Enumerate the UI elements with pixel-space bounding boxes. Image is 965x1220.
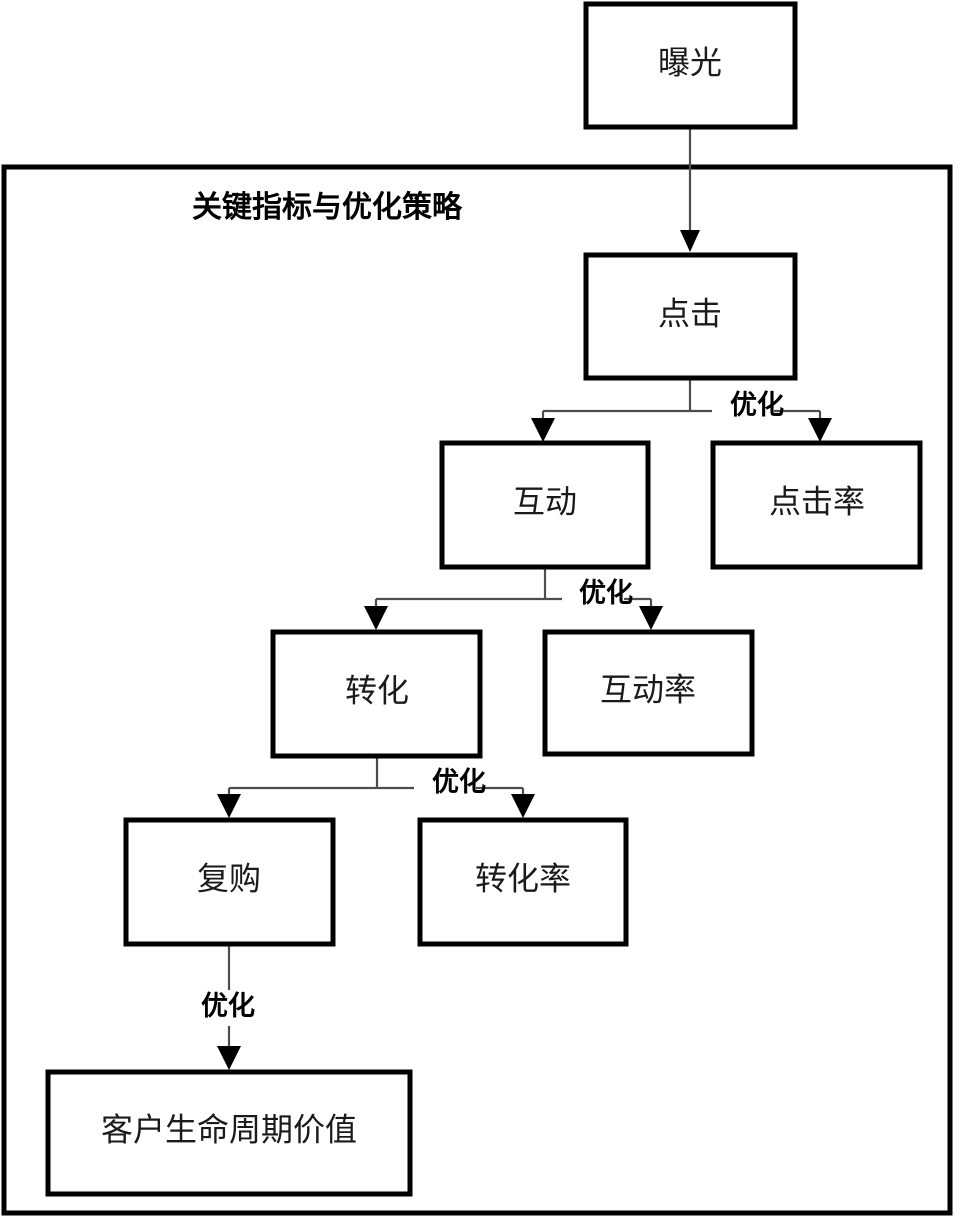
container-title: 关键指标与优化策略 xyxy=(192,190,463,224)
node-clv[interactable]: 客户生命周期价值 xyxy=(45,1069,413,1197)
node-engage-rate-label: 互动率 xyxy=(600,671,696,707)
container-box xyxy=(1,164,953,1216)
node-click[interactable]: 点击 xyxy=(583,252,798,381)
edge-exposure-to-click xyxy=(680,128,700,252)
node-engage-rate[interactable]: 互动率 xyxy=(542,629,755,757)
node-exposure[interactable]: 曝光 xyxy=(583,1,798,130)
node-ctr-label: 点击率 xyxy=(769,483,865,519)
edge-label-repurchase: 优化 xyxy=(201,991,255,1021)
node-clv-label: 客户生命周期价值 xyxy=(101,1111,357,1147)
node-convert-label: 转化 xyxy=(345,672,409,708)
node-engage-label: 互动 xyxy=(513,483,577,519)
node-repurchase[interactable]: 复购 xyxy=(123,817,336,947)
node-conversion-rate-label: 转化率 xyxy=(475,860,571,896)
edge-label-engage: 优化 xyxy=(579,578,633,608)
edge-label-convert: 优化 xyxy=(432,767,486,797)
node-ctr[interactable]: 点击率 xyxy=(710,440,923,570)
node-conversion-rate[interactable]: 转化率 xyxy=(417,817,629,947)
node-engage[interactable]: 互动 xyxy=(439,440,651,570)
node-convert[interactable]: 转化 xyxy=(270,629,483,759)
node-repurchase-label: 复购 xyxy=(197,860,261,896)
edge-convert-split: 优化 xyxy=(217,758,535,818)
edge-label-click: 优化 xyxy=(730,390,784,420)
edge-engage-split: 优化 xyxy=(364,569,663,630)
node-click-label: 点击 xyxy=(658,295,722,331)
node-exposure-label: 曝光 xyxy=(658,44,722,80)
edge-click-split: 优化 xyxy=(531,380,832,442)
edge-repurchase-to-clv: 优化 xyxy=(186,946,255,1070)
